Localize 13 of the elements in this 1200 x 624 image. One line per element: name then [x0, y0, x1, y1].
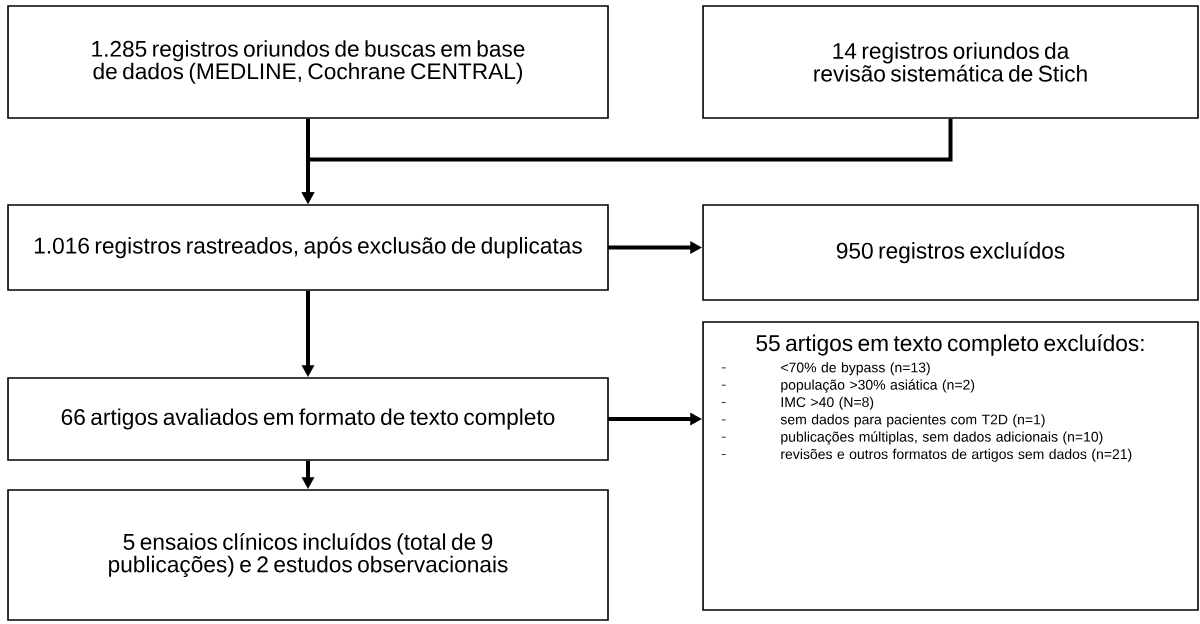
list-item: <70% de bypass (n=13)	[721, 362, 930, 376]
flow-box: 14 registros oriundos da revisão sistemática de Stich	[702, 5, 1199, 119]
flow-box: 55 artigos em texto completo excluídos: <70% de bypass (n=13) população >30% asiática (n=2) IMC >40 (N=8) sem dados para pacientes com T2D (n=1) publicações múltiplas, sem dados adicionais (n=10) revisões e outros formatos de artigos sem dados (n=21)	[702, 321, 1199, 611]
list-item: IMC >40 (N=8)	[721, 396, 874, 410]
list-item: revisões e outros formatos de artigos sem dados (n=21)	[721, 448, 1132, 462]
flow-box: 66 artigos avaliados em formato de texto completo	[7, 377, 609, 461]
flow-box: 5 ensaios clínicos incluídos (total de 9 publicações) e 2 estudos observacionais	[7, 489, 609, 621]
list-item: publicações múltiplas, sem dados adicionais (n=10)	[721, 431, 1103, 445]
flow-box: 1.285 registros oriundos de buscas em base de dados (MEDLINE, Cochrane CENTRAL)	[7, 5, 609, 119]
flow-box: 950 registros excluídos	[702, 204, 1199, 301]
flow-box: 1.016 registros rastreados, após exclusão de duplicatas	[7, 204, 609, 291]
list-item: população >30% asiática (n=2)	[721, 379, 975, 393]
list-item: sem dados para pacientes com T2D (n=1)	[721, 414, 1045, 428]
